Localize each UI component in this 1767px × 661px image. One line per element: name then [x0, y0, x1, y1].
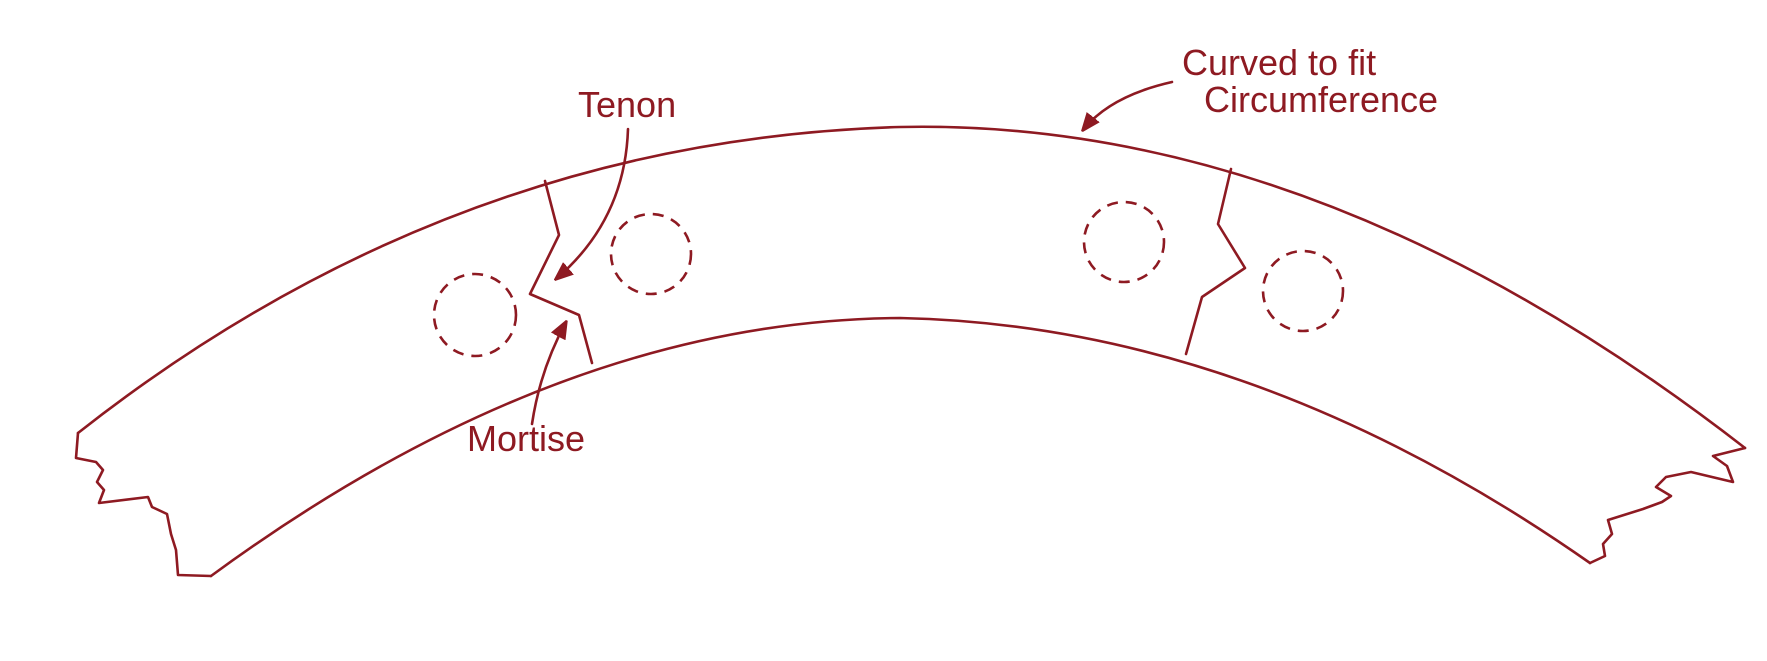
- right-joint-line: [1184, 167, 1247, 356]
- dowel-hole-2: [609, 212, 693, 296]
- circumference-arrow: [1083, 80, 1174, 130]
- curved-to-fit-label: Curved to fit Circumference: [1182, 44, 1438, 118]
- mortise-label: Mortise: [467, 418, 586, 459]
- mortise-arrow: [530, 322, 566, 426]
- outer-arc: [76, 125, 1747, 450]
- tenon-label: Tenon: [578, 84, 677, 125]
- dowel-hole-3: [1082, 200, 1166, 284]
- dowel-hole-1: [432, 272, 518, 358]
- dowel-hole-4: [1261, 249, 1345, 333]
- left-broken-end: [74, 431, 213, 578]
- inner-arc: [209, 316, 1592, 578]
- right-broken-end: [1588, 446, 1747, 565]
- curved-label-line-2: Circumference: [1204, 79, 1439, 120]
- left-joint-line: [528, 179, 594, 365]
- curved-label-line-1: Curved to fit: [1182, 42, 1377, 83]
- tenon-arrow: [556, 127, 630, 279]
